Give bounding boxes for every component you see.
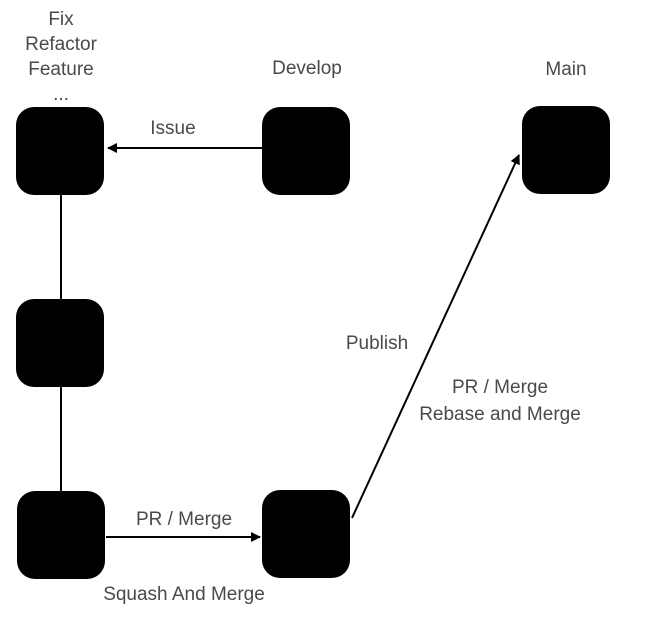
pr-merge-edge-label: PR / Merge xyxy=(135,509,233,530)
squash-and-merge-label: Squash And Merge xyxy=(103,584,265,605)
feature-branch-label: Fix Refactor Feature ... xyxy=(25,9,97,105)
node-main xyxy=(522,106,610,194)
publish-arrow xyxy=(351,154,520,519)
node-develop xyxy=(262,107,350,195)
pr-merge-rebase-edge-label: PR / Merge Rebase and Merge xyxy=(419,377,581,425)
main-branch-label: Main xyxy=(545,59,587,80)
publish-edge-label: Publish xyxy=(345,333,409,354)
node-squash-merge-commit xyxy=(262,490,350,578)
node-feature-branch-middle xyxy=(16,299,104,387)
node-feature-branch-bottom xyxy=(17,491,105,579)
node-feature-branch-top xyxy=(16,107,104,195)
develop-branch-label: Develop xyxy=(272,58,342,79)
issue-edge-label: Issue xyxy=(150,118,196,139)
